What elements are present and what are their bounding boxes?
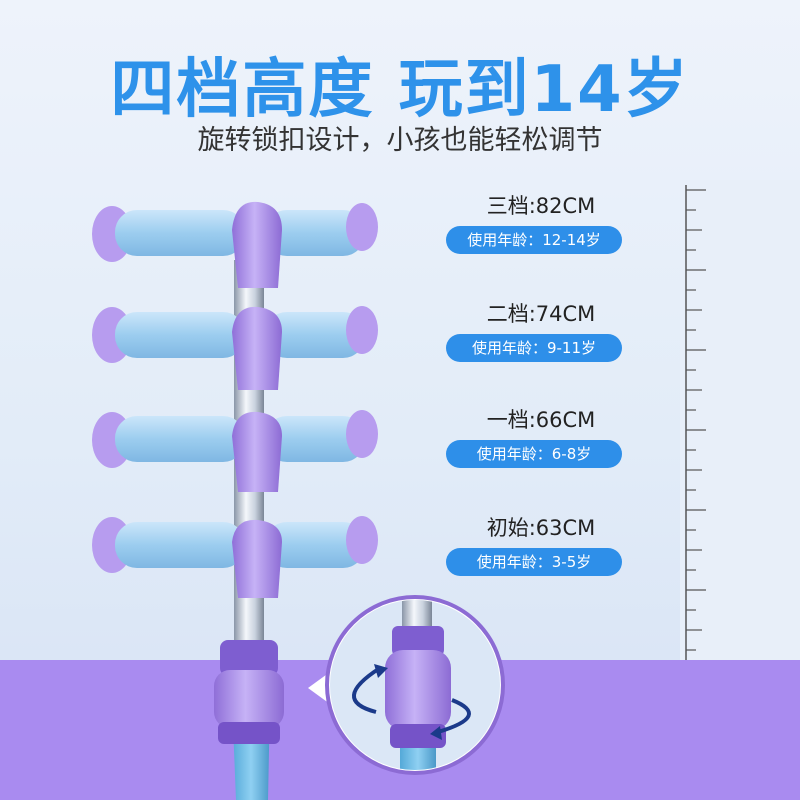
page-title: 四档高度 玩到14岁 [110, 53, 690, 127]
level-1-age-badge: 使用年龄：6-8岁 [446, 440, 622, 468]
handlebar-level-1 [92, 410, 378, 492]
initial-level-height: 初始:63CM [486, 516, 596, 540]
level-2-label: 二档:74CM 使用年龄：9-11岁 [446, 298, 636, 362]
level-3-height: 三档:82CM [486, 194, 596, 218]
handlebar-level-initial [92, 516, 378, 598]
initial-level-label: 初始:63CM 使用年龄：3-5岁 [446, 512, 636, 576]
handlebar-level-3 [92, 201, 378, 288]
height-ruler [680, 180, 800, 660]
level-1-height: 一档:66CM [486, 408, 596, 432]
lock-detail-callout [308, 595, 505, 775]
page-subtitle: 旋转锁扣设计，小孩也能轻松调节 [197, 125, 603, 156]
level-1-label: 一档:66CM 使用年龄：6-8岁 [446, 404, 636, 468]
level-2-age-badge: 使用年龄：9-11岁 [446, 334, 622, 362]
initial-level-age-badge: 使用年龄：3-5岁 [446, 548, 622, 576]
rotating-lock-collar [214, 640, 284, 744]
level-3-age-badge: 使用年龄：12-14岁 [446, 226, 622, 254]
level-3-label: 三档:82CM 使用年龄：12-14岁 [446, 190, 636, 254]
level-2-height: 二档:74CM [486, 302, 596, 326]
handlebar-level-2 [92, 306, 378, 390]
